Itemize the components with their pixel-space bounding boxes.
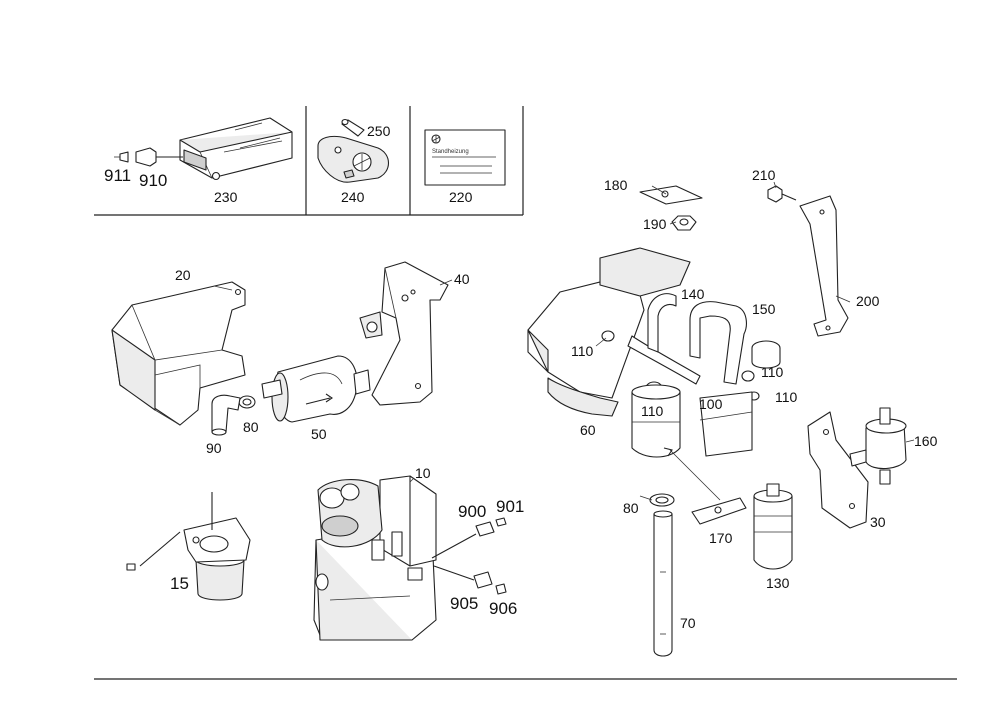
part-210-bolt bbox=[767, 185, 797, 203]
label-240: 240 bbox=[341, 189, 365, 205]
label-40: 40 bbox=[454, 271, 470, 287]
part-30-bracket bbox=[807, 411, 869, 529]
label-110-d: 110 bbox=[775, 389, 798, 405]
label-190: 190 bbox=[643, 216, 667, 232]
part-240-remote-key bbox=[317, 135, 390, 183]
label-210: 210 bbox=[752, 167, 776, 183]
label-250: 250 bbox=[367, 123, 391, 139]
label-15: 15 bbox=[170, 574, 189, 593]
part-230-timer-module bbox=[179, 117, 293, 181]
label-905: 905 bbox=[450, 594, 478, 613]
part-180-plate bbox=[639, 185, 703, 205]
label-200: 200 bbox=[856, 293, 880, 309]
part-190-nut bbox=[671, 215, 697, 231]
part-80-clamp bbox=[238, 395, 256, 409]
part-150-hose bbox=[689, 301, 747, 385]
part-910-911-connectors bbox=[114, 147, 183, 167]
label-150: 150 bbox=[752, 301, 776, 317]
label-90: 90 bbox=[206, 440, 222, 456]
part-50-silencer bbox=[261, 355, 371, 423]
part-900-901-connector bbox=[431, 517, 507, 559]
label-180: 180 bbox=[604, 177, 628, 193]
label-110-b: 110 bbox=[761, 364, 784, 380]
label-100: 100 bbox=[699, 396, 723, 412]
label-110-a: 110 bbox=[571, 343, 594, 359]
part-160-regulator bbox=[849, 407, 907, 485]
label-60: 60 bbox=[580, 422, 596, 438]
label-10: 10 bbox=[415, 465, 431, 481]
label-900: 900 bbox=[458, 502, 486, 521]
label-910: 910 bbox=[139, 171, 167, 190]
leader-lines bbox=[213, 181, 915, 501]
label-901: 901 bbox=[496, 497, 524, 516]
part-220-info-card: Standheizung bbox=[424, 129, 506, 186]
label-70: 70 bbox=[680, 615, 696, 631]
inset-frame bbox=[94, 106, 524, 216]
label-110-c: 110 bbox=[641, 403, 664, 419]
part-130-filter bbox=[753, 483, 793, 570]
part-190-cap bbox=[751, 340, 781, 369]
label-30: 30 bbox=[870, 514, 886, 530]
part-60-housing bbox=[527, 247, 691, 417]
label-80-right: 80 bbox=[623, 500, 639, 516]
part-100-filter bbox=[631, 384, 753, 458]
label-160: 160 bbox=[914, 433, 938, 449]
part-250-pin bbox=[341, 118, 365, 137]
part-90-pipe bbox=[211, 394, 241, 436]
label-80-left: 80 bbox=[243, 419, 259, 435]
label-220: 220 bbox=[449, 189, 473, 205]
label-170: 170 bbox=[709, 530, 733, 546]
part-140-hose bbox=[627, 293, 701, 385]
part-10-heater-unit bbox=[313, 475, 437, 641]
label-130: 130 bbox=[766, 575, 790, 591]
label-50: 50 bbox=[311, 426, 327, 442]
part-200-bracket bbox=[799, 195, 849, 337]
label-911: 911 bbox=[104, 166, 131, 185]
part-170-clip bbox=[691, 497, 747, 525]
label-140: 140 bbox=[681, 286, 705, 302]
part-20-heat-shield bbox=[111, 281, 246, 426]
label-230: 230 bbox=[214, 189, 238, 205]
label-20: 20 bbox=[175, 267, 191, 283]
label-906: 906 bbox=[489, 599, 517, 618]
part-905-906-connector bbox=[433, 565, 507, 595]
part-15-fuel-pump bbox=[126, 492, 251, 601]
part-80-clamp-right bbox=[649, 493, 675, 507]
card-text: Standheizung bbox=[432, 149, 469, 155]
part-70-pipe bbox=[653, 510, 673, 657]
part-40-bracket bbox=[359, 261, 449, 406]
